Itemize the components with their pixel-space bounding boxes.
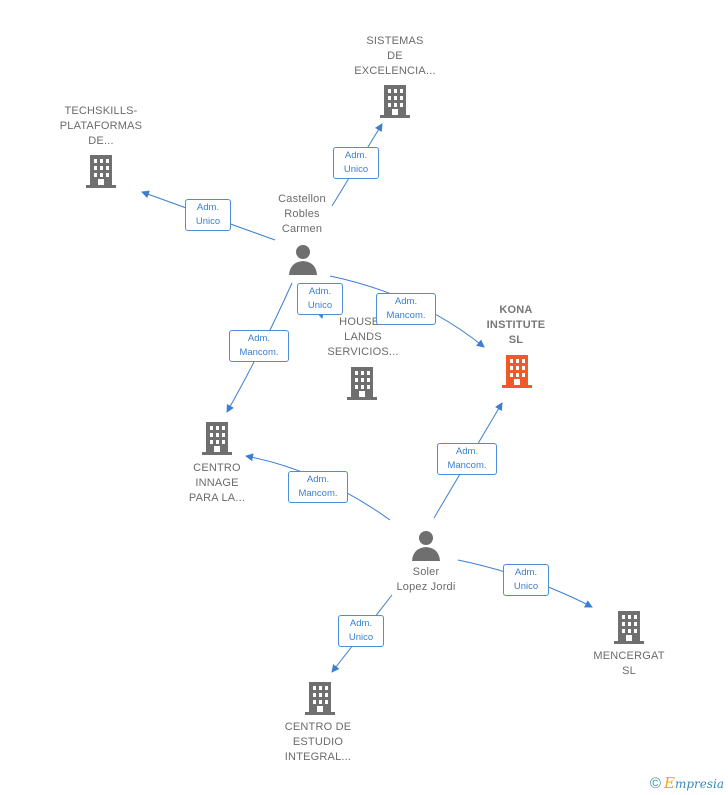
label-line: Lopez Jordi — [396, 581, 456, 593]
edge-badge-soler-kona[interactable]: Adm. Mancom. — [437, 443, 497, 475]
edge-badge-castellon-techskills[interactable]: Adm. Unico — [185, 199, 231, 231]
node-label: Soler Lopez Jordi — [376, 565, 476, 595]
node-label: TECHSKILLS- PLATAFORMAS DE... — [46, 104, 156, 149]
node-label: CENTRO INNAGE PARA LA... — [162, 461, 272, 506]
badge-line: Unico — [348, 632, 374, 643]
label-line: KONA — [499, 304, 533, 316]
label-line: CENTRO — [193, 462, 241, 474]
node-label: KONA INSTITUTE SL — [466, 303, 566, 348]
badge-line: Unico — [513, 581, 539, 592]
badge-line: Mancom. — [447, 460, 487, 471]
node-label: CENTRO DE ESTUDIO INTEGRAL... — [263, 720, 373, 765]
building-icon — [305, 682, 335, 715]
building-icon — [347, 367, 377, 400]
node-label: MENCERGAT SL — [574, 649, 684, 679]
edge-badge-castellon-houses[interactable]: Adm. Unico — [297, 283, 343, 315]
edge-badge-castellon-sistemas[interactable]: Adm. Unico — [333, 147, 379, 179]
label-line: PLATAFORMAS — [59, 120, 143, 132]
building-icon — [502, 355, 532, 388]
label-line: HOUSES — [339, 316, 387, 328]
label-line: INSTITUTE — [486, 319, 546, 331]
badge-line: Mancom. — [386, 310, 426, 321]
label-line: Robles — [284, 208, 320, 220]
building-icon — [202, 422, 232, 455]
label-line: SISTEMAS — [366, 35, 424, 47]
person-icon — [412, 531, 440, 561]
person-icon — [289, 245, 317, 275]
label-line: SL — [622, 665, 636, 677]
label-line: CENTRO DE — [284, 721, 352, 733]
empresia-logo: ©Empresia — [650, 774, 724, 792]
badge-line: Adm. — [306, 474, 330, 485]
edge-badge-castellon-centro-innage[interactable]: Adm. Mancom. — [229, 330, 289, 362]
label-line: DE... — [88, 135, 114, 147]
node-mencergat-sl[interactable]: MENCERGAT SL — [574, 610, 684, 679]
label-line: INTEGRAL... — [284, 751, 352, 763]
label-line: INNAGE — [195, 477, 239, 489]
label-line: SERVICIOS... — [327, 346, 399, 358]
label-line: ESTUDIO — [292, 736, 344, 748]
label-line: Soler — [412, 566, 440, 578]
node-castellon-robles-carmen[interactable]: Castellon Robles Carmen — [257, 192, 347, 275]
badge-line: Unico — [195, 216, 221, 227]
node-label: SISTEMAS DE EXCELENCIA... — [340, 34, 450, 79]
copyright-icon: © — [649, 775, 661, 792]
node-soler-lopez-jordi[interactable]: Soler Lopez Jordi — [376, 530, 476, 595]
label-line: TECHSKILLS- — [64, 105, 138, 117]
node-sistemas-de-excelencia[interactable]: SISTEMAS DE EXCELENCIA... — [340, 34, 450, 118]
badge-line: Adm. — [344, 150, 368, 161]
badge-line: Adm. — [394, 296, 418, 307]
badge-line: Adm. — [455, 446, 479, 457]
badge-line: Adm. — [514, 567, 538, 578]
brand-initial: E — [663, 774, 675, 792]
node-centro-de-estudio-integral[interactable]: CENTRO DE ESTUDIO INTEGRAL... — [263, 681, 373, 765]
label-line: Carmen — [281, 223, 323, 235]
edge-badge-soler-centro-estudio[interactable]: Adm. Unico — [338, 615, 384, 647]
label-line: Castellon — [278, 193, 326, 205]
label-line: SL — [508, 334, 524, 346]
node-label: HOUSES LANDS SERVICIOS... — [308, 315, 418, 360]
node-houses-lands-servicios[interactable]: HOUSES LANDS SERVICIOS... — [308, 315, 418, 400]
badge-line: Mancom. — [239, 347, 279, 358]
label-line: LANDS — [344, 331, 382, 343]
node-techskills-plataformas[interactable]: TECHSKILLS- PLATAFORMAS DE... — [46, 104, 156, 188]
label-line: PARA LA... — [188, 492, 246, 504]
badge-line: Mancom. — [298, 488, 338, 499]
building-icon — [614, 611, 644, 644]
badge-line: Adm. — [349, 618, 373, 629]
label-line: MENCERGAT — [593, 650, 665, 662]
building-icon — [86, 155, 116, 188]
node-centro-innage[interactable]: CENTRO INNAGE PARA LA... — [162, 421, 272, 506]
label-line: EXCELENCIA... — [354, 65, 436, 77]
node-kona-institute-sl[interactable]: KONA INSTITUTE SL — [466, 303, 566, 388]
edge-badge-soler-mencergat[interactable]: Adm. Unico — [503, 564, 549, 596]
badge-line: Adm. — [247, 333, 271, 344]
badge-line: Adm. — [196, 202, 220, 213]
node-label: Castellon Robles Carmen — [257, 192, 347, 237]
badge-line: Adm. — [308, 286, 332, 297]
brand-text: mpresia — [674, 777, 724, 791]
badge-line: Unico — [307, 300, 333, 311]
badge-line: Unico — [343, 164, 369, 175]
edge-badge-soler-centro-innage[interactable]: Adm. Mancom. — [288, 471, 348, 503]
edge-badge-castellon-kona[interactable]: Adm. Mancom. — [376, 293, 436, 325]
building-icon — [380, 85, 410, 118]
label-line: DE — [387, 50, 403, 62]
